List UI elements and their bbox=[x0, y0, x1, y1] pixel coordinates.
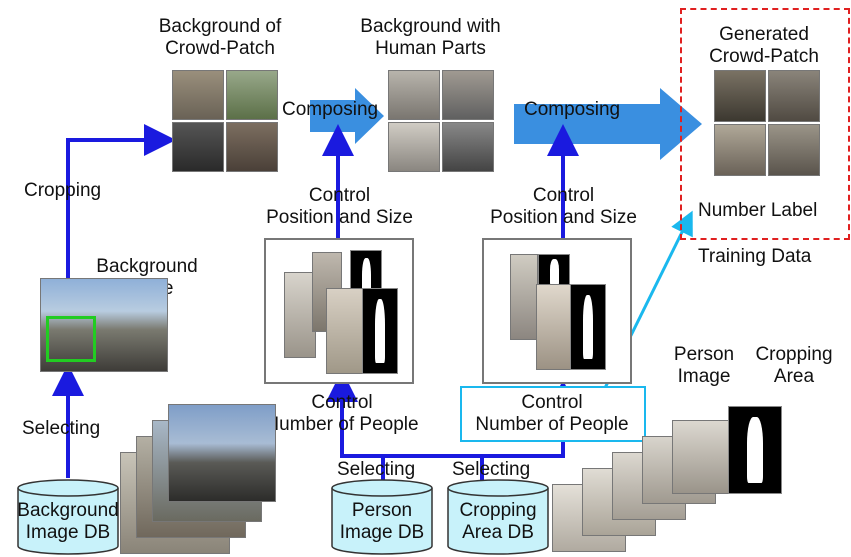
composition-box-2 bbox=[482, 238, 632, 384]
person-db-label-line1: Person bbox=[351, 500, 413, 521]
background-image-label-line1: Background bbox=[96, 256, 198, 277]
person-db-label-line2: Image DB bbox=[339, 522, 425, 543]
background-db-label: Background Image DB bbox=[12, 500, 124, 544]
control-people-label-1-line2: Number of People bbox=[265, 414, 419, 435]
generated-thumb bbox=[714, 124, 766, 176]
patch-thumb bbox=[226, 70, 278, 120]
generated-patch-title-line2: Crowd-Patch bbox=[709, 46, 819, 67]
generated-patch-title: Generated Crowd-Patch bbox=[684, 24, 844, 68]
cropping-label: Cropping bbox=[24, 180, 102, 201]
person-cutout bbox=[326, 288, 364, 374]
background-db-cylinder bbox=[17, 479, 119, 555]
generated-thumb bbox=[768, 70, 820, 122]
control-position-label-2-line2: Position and Size bbox=[490, 207, 637, 228]
bg-crowd-patch-title-line1: Background of bbox=[158, 16, 282, 37]
selecting-network bbox=[381, 454, 484, 480]
selecting-label-2: Selecting bbox=[337, 459, 416, 480]
cropping-area-label-line2: Area bbox=[773, 366, 815, 387]
background-image bbox=[40, 278, 168, 372]
cropping-arrow bbox=[66, 124, 176, 322]
bg-human-parts-title-line2: Human Parts bbox=[375, 38, 486, 59]
cropping-area-label: Cropping Area bbox=[744, 344, 844, 388]
composition-box-1 bbox=[264, 238, 414, 384]
patch-thumb bbox=[226, 122, 278, 172]
generated-thumb bbox=[768, 124, 820, 176]
selecting-label-1: Selecting bbox=[22, 418, 101, 439]
cropping-db-cylinder bbox=[447, 479, 549, 555]
person-silhouette bbox=[362, 288, 398, 374]
person-cutout bbox=[510, 254, 538, 340]
control-people-label-1: Control Number of People bbox=[252, 392, 432, 436]
bg-crowd-patch-title-line2: Crowd-Patch bbox=[165, 38, 275, 59]
generated-thumb bbox=[714, 70, 766, 122]
cropping-db-label: Cropping Area DB bbox=[442, 500, 554, 544]
crop-area-box bbox=[46, 316, 96, 362]
stack-person-top bbox=[672, 420, 734, 494]
cropping-area-label-line1: Cropping bbox=[755, 344, 833, 365]
generated-patch-title-line1: Generated bbox=[719, 24, 809, 45]
person-db-label: Person Image DB bbox=[326, 500, 438, 544]
bg-human-parts-title-line1: Background with bbox=[360, 16, 501, 37]
control-position-label-2: Control Position and Size bbox=[476, 185, 651, 229]
human-part-thumb bbox=[442, 70, 494, 120]
control-people-label-2-line2: Number of People bbox=[475, 414, 629, 435]
patch-thumb bbox=[172, 122, 224, 172]
control-position-label-1-line2: Position and Size bbox=[266, 207, 413, 228]
person-image-label-line1: Person bbox=[673, 344, 735, 365]
control-position-label-1: Control Position and Size bbox=[252, 185, 427, 229]
patch-thumb bbox=[172, 70, 224, 120]
control-people-label-1-line1: Control bbox=[311, 392, 373, 413]
cropping-db-label-line2: Area DB bbox=[462, 522, 534, 543]
control-people-label-2-line1: Control bbox=[521, 392, 583, 413]
number-label: Number Label bbox=[698, 200, 818, 221]
person-image-label: Person Image bbox=[664, 344, 744, 388]
training-data-label: Training Data bbox=[698, 246, 812, 267]
background-db-label-line1: Background bbox=[17, 500, 119, 521]
selecting-label-3: Selecting bbox=[452, 459, 531, 480]
cropping-area-mask bbox=[728, 406, 782, 494]
control-position-label-2-line1: Control bbox=[532, 185, 595, 206]
training-data-box bbox=[680, 8, 850, 240]
person-db-cylinder bbox=[331, 479, 433, 555]
selecting-network-left bbox=[326, 370, 383, 458]
control-people-label-2: Control Number of People bbox=[462, 392, 642, 436]
person-silhouette bbox=[570, 284, 606, 370]
composing-label-1: Composing bbox=[282, 99, 379, 120]
human-part-thumb bbox=[442, 122, 494, 172]
bg-crowd-patch-title: Background of Crowd-Patch bbox=[150, 16, 290, 60]
background-db-label-line2: Image DB bbox=[25, 522, 111, 543]
cropping-db-label-line1: Cropping bbox=[459, 500, 537, 521]
stack-image-top bbox=[168, 404, 276, 502]
control-position-label-1-line1: Control bbox=[308, 185, 371, 206]
composing-label-2: Composing bbox=[524, 99, 621, 120]
human-part-thumb bbox=[388, 70, 440, 120]
bg-human-parts-title: Background with Human Parts bbox=[348, 16, 513, 60]
human-part-thumb bbox=[388, 122, 440, 172]
person-image-label-line2: Image bbox=[677, 366, 731, 387]
control-people-box-2 bbox=[460, 386, 646, 442]
